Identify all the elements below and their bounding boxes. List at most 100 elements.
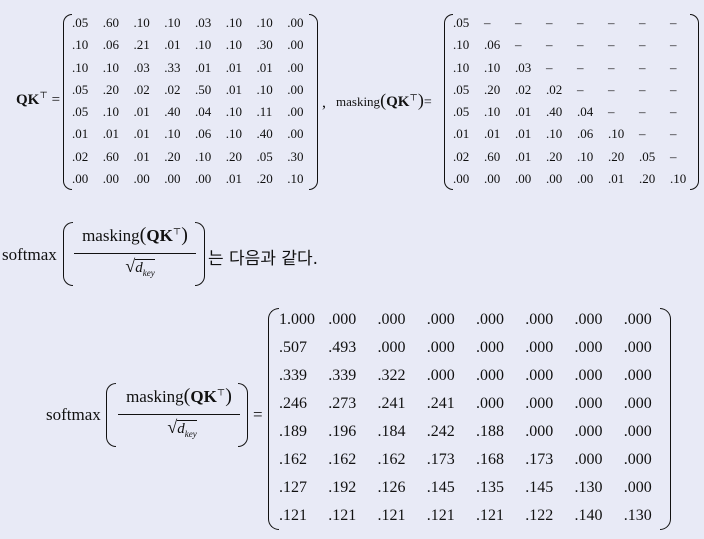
matrix-qk-cell: .00 [287,15,304,31]
matrix-qk-cell: .00 [287,81,304,97]
matrix-qk-left-paren [63,14,72,190]
matrix-softmax-left-paren [268,308,279,530]
matrix-qk-cell: .60 [102,148,119,164]
matrix-qk-cell: .02 [72,148,89,164]
matrix-softmax-cell: .162 [377,451,406,468]
matrix-qk-cell: .05 [72,104,89,120]
matrix-masked-cell: .10 [453,37,470,53]
matrix-softmax-cell: 1.000 [279,311,315,328]
matrix-softmax-cell: .246 [279,395,307,412]
matrix-masked-cell: – [608,104,615,120]
matrix-qk-cell: .00 [164,170,181,186]
matrix-softmax-cell: .121 [279,507,307,524]
matrix-softmax-cell: .000 [426,367,455,384]
matrix-masked-cell: – [546,15,553,31]
matrix-masked-cell: .01 [453,126,470,142]
matrix-masked-cell: .20 [546,148,563,164]
equals-sign: = [51,92,61,108]
matrix-qk-cell: .05 [72,81,89,97]
eq3-equals: = [253,405,263,424]
matrix-qk-cell: .01 [164,37,181,53]
matrix-softmax: 1.000.000.000.000.000.000.000.000.507.49… [279,306,673,530]
sentence-numerator: masking(QK⊤) [82,224,188,246]
matrix-qk-cell: .10 [195,37,212,53]
matrix-softmax-cell: .000 [525,311,554,328]
matrix-softmax-cell: .126 [377,479,406,496]
matrix-softmax-cell: .000 [574,311,603,328]
matrix-qk-cell: .05 [256,148,273,164]
matrix-softmax-cell: .184 [377,423,406,440]
matrix-softmax-cell: .196 [328,423,357,440]
matrix-masked-cell: .01 [515,104,532,120]
matrix-qk-cell: .01 [256,59,273,75]
sentence-denominator: √dkey [125,256,155,278]
matrix-qk-cell: .20 [256,170,273,186]
matrix-masked-cell: – [639,15,646,31]
matrix-softmax-cell: .127 [279,479,307,496]
matrix-qk-cell: .11 [256,104,273,120]
matrix-softmax-cell: .000 [328,311,357,328]
eq3-denominator: √dkey [167,417,197,439]
matrix-masked-cell: .10 [577,148,594,164]
matrix-qk-cell: .01 [225,170,242,186]
qk-symbol: QK [16,92,40,108]
matrix-softmax-right-paren [660,308,671,530]
qk-label: QK⊤ = [16,90,60,109]
masking-transpose: ⊤ [409,92,418,103]
matrix-qk-cell: .04 [195,104,212,120]
matrix-qk-cell: .10 [287,170,304,186]
sentence-right-paren [195,222,205,286]
matrix-masked-cell: .10 [546,126,563,142]
sentence-softmax: softmax [2,245,57,264]
matrix-qk-cell: .02 [133,81,150,97]
matrix-softmax-cell: .242 [426,423,455,440]
matrix-qk-cell: .33 [164,59,181,75]
matrix-masked-cell: .01 [484,126,501,142]
matrix-softmax-cell: .000 [574,339,603,356]
transpose-symbol: ⊤ [39,90,48,100]
masking-label: masking(QK⊤)= [336,90,432,110]
matrix-masked-cell: – [577,59,584,75]
matrix-softmax-cell: .000 [476,339,504,356]
matrix-masked-cell: – [639,59,646,75]
matrix-qk-cell: .01 [195,59,212,75]
matrix-masked-cell: .03 [515,59,532,75]
matrix-masked-cell: .05 [453,15,470,31]
matrix-qk-cell: .30 [256,37,273,53]
matrix-masked-cell: .00 [484,170,501,186]
matrix-masked-cell: – [577,81,584,97]
matrix-softmax-cell: .322 [377,367,406,384]
matrix-softmax-cell: .000 [574,367,603,384]
matrix-softmax-cell: .000 [377,311,406,328]
sentence-tail: 는 다음과 같다. [208,249,319,269]
masking-word: masking [336,94,381,109]
matrix-softmax-cell: .000 [623,395,652,412]
matrix-masked-cell: – [670,104,677,120]
matrix-qk-cell: .10 [164,126,181,142]
matrix-masked: .05–––––––.10.06––––––.10.10.03–––––.05.… [453,12,701,190]
matrix-masked-cell: – [577,15,584,31]
matrix-masked-cell: – [484,15,491,31]
matrix-softmax-cell: .241 [426,395,455,412]
matrix-qk-cell: .21 [133,37,150,53]
matrix-qk-cell: .10 [256,81,273,97]
matrix-qk-cell: .10 [225,37,242,53]
matrix-qk-cell: .03 [195,15,212,31]
masking-arg: QK [386,94,410,110]
matrix-masked-cell: – [639,104,646,120]
matrix-softmax-cell: .339 [279,367,307,384]
matrix-softmax-cell: .121 [328,507,357,524]
matrix-softmax-cell: .000 [476,311,504,328]
matrix-qk-cell: .10 [256,15,273,31]
matrix-softmax-cell: .000 [574,395,603,412]
matrix-softmax-cell: .000 [574,423,603,440]
masking-equals: = [423,95,432,110]
matrix-softmax-cell: .000 [623,423,652,440]
matrix-qk-cell: .50 [195,81,212,97]
matrix-qk-cell: .10 [225,126,242,142]
matrix-qk-right-paren [309,14,318,190]
matrix-masked-cell: – [670,81,677,97]
matrix-qk-cell: .60 [102,15,119,31]
matrix-softmax-cell: .162 [328,451,357,468]
matrix-qk-cell: .00 [72,170,89,186]
